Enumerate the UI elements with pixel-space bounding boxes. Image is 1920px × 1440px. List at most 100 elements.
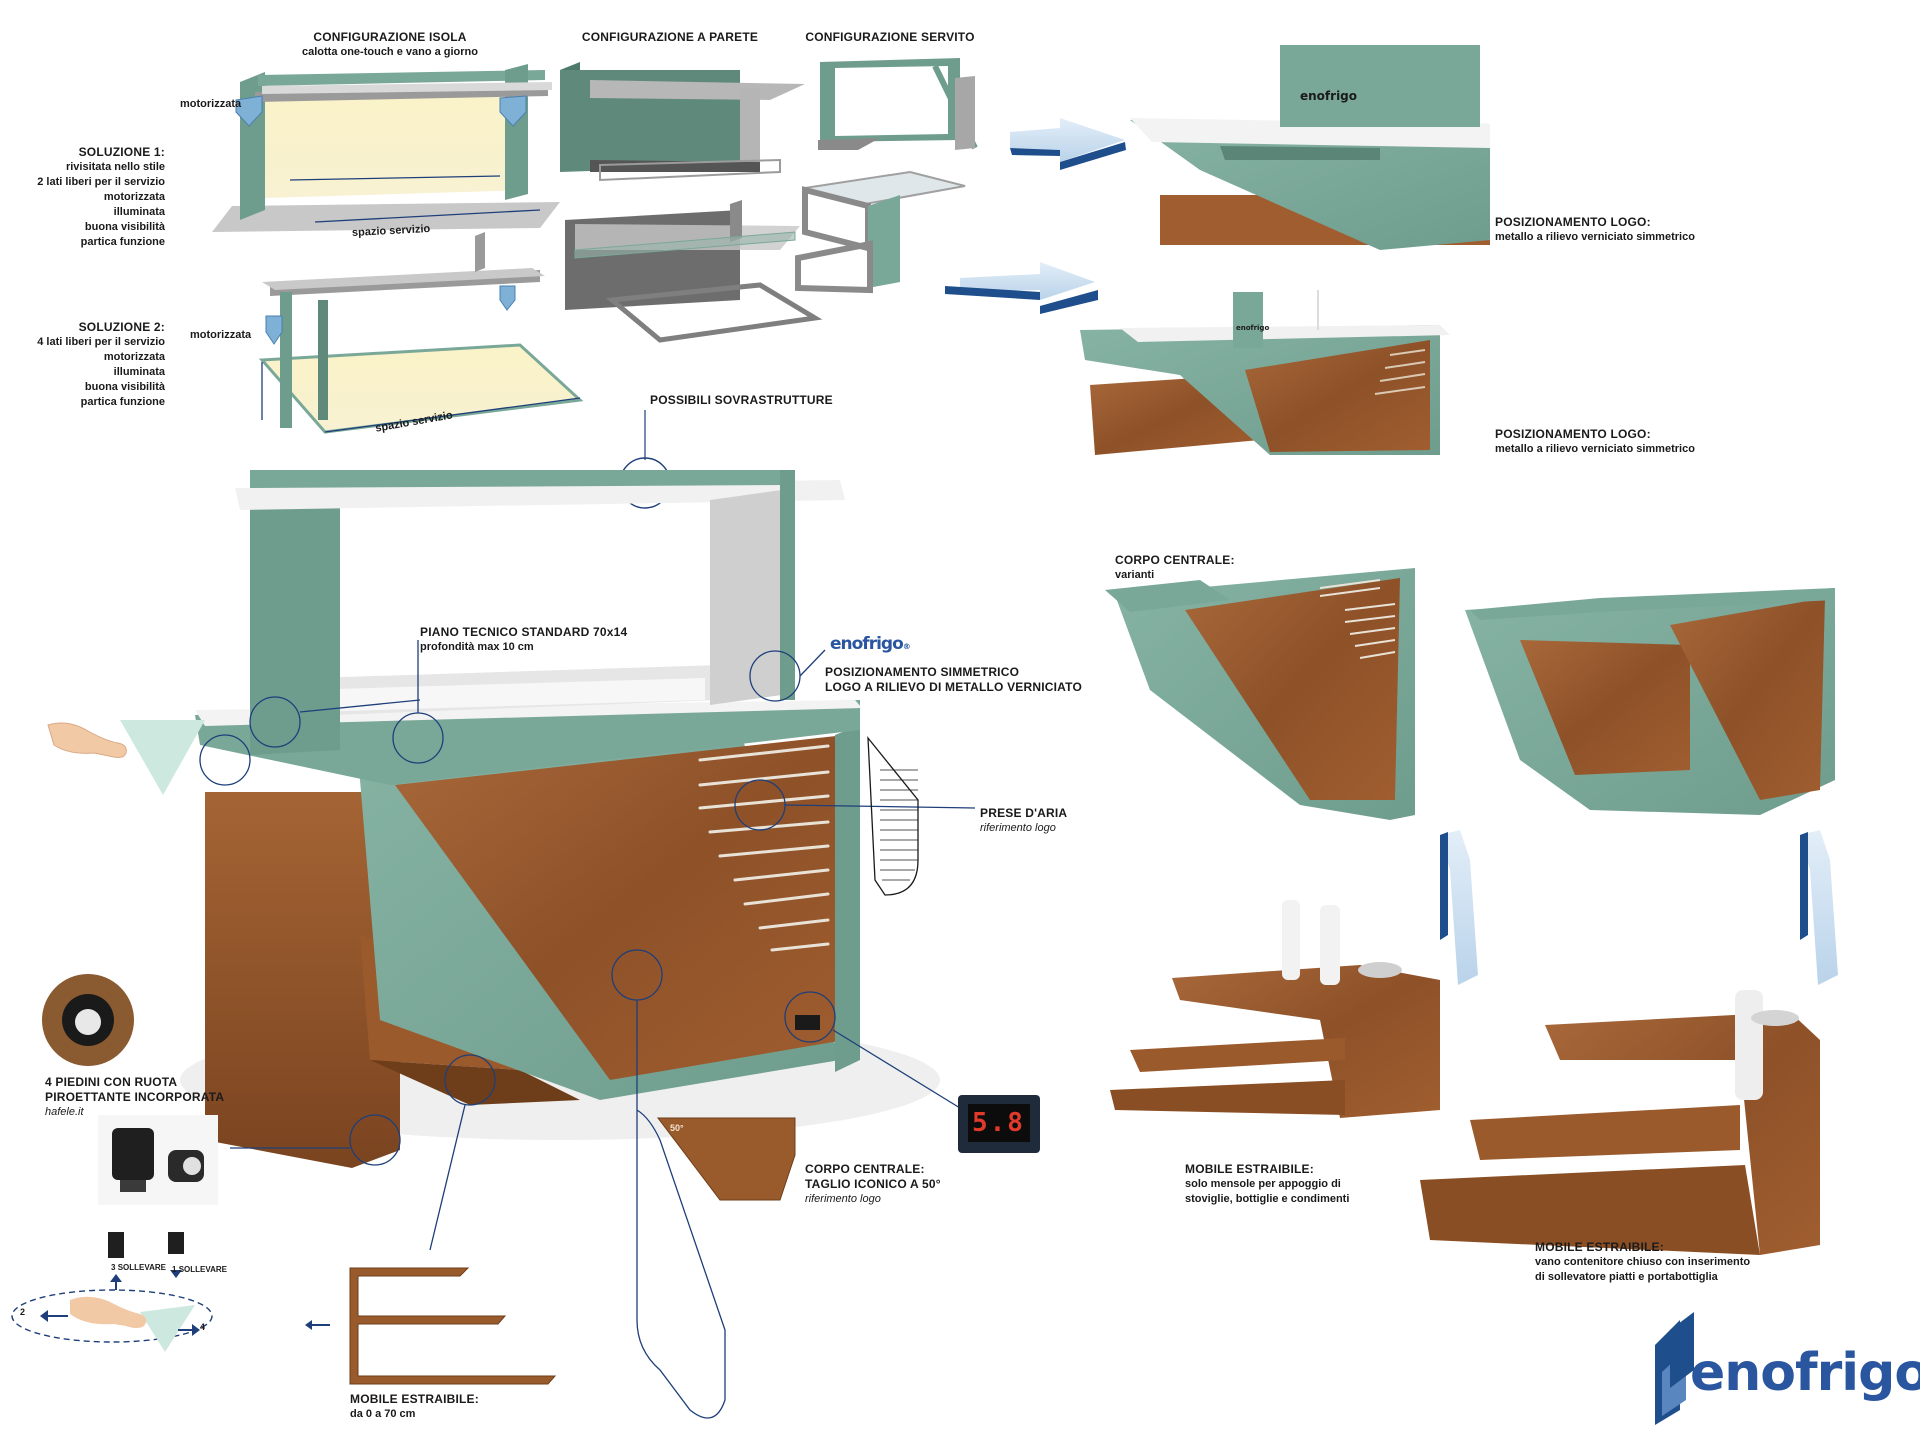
- main-callouts: [199, 640, 976, 1419]
- simmetrico-line2: LOGO A RILIEVO DI METALLO VERNICIATO: [825, 680, 1082, 694]
- mobile-a-title: MOBILE ESTRAIBILE:: [1185, 1162, 1314, 1176]
- logo-render-1: enofrigo: [1130, 45, 1490, 250]
- mobile-a-label: MOBILE ESTRAIBILE: solo mensole per appo…: [1185, 1162, 1349, 1207]
- solution1-line: illuminata: [113, 206, 165, 218]
- air-intake-reference: [867, 736, 919, 896]
- flow-arrow-1: [1010, 118, 1126, 170]
- solution1-line: rivisitata nello stile: [65, 161, 165, 173]
- step-text: SOLLEVARE: [117, 1263, 166, 1272]
- servito-title: CONFIGURAZIONE SERVITO: [805, 30, 975, 44]
- mobile-main-label: MOBILE ESTRAIBILE: da 0 a 70 cm: [350, 1392, 479, 1422]
- solution2-text: SOLUZIONE 2: 4 lati liberi per il serviz…: [30, 320, 165, 410]
- motor-text: motorizzata: [180, 98, 242, 110]
- corpo-varianti-label: CORPO CENTRALE: varianti: [1115, 553, 1235, 583]
- lift-step-4: 4: [200, 1320, 205, 1335]
- sovrastrutture-label: POSSIBILI SOVRASTRUTTURE: [650, 393, 833, 409]
- prese-sub: riferimento logo: [980, 822, 1056, 834]
- servito-config-top: [818, 58, 978, 150]
- wheel-foot-photo: [42, 974, 134, 1066]
- parete-config-top: [560, 62, 805, 182]
- parete-config-bottom: [565, 200, 823, 343]
- solution1-line: motorizzata: [103, 191, 165, 203]
- varianti-sub: varianti: [1115, 569, 1155, 581]
- thermo-device: [958, 1095, 1040, 1153]
- brand-logo: enofrigo®: [1690, 1345, 1920, 1401]
- solution1-line: partica funzione: [80, 236, 165, 248]
- mobile-b-line: di sollevatore piatti e portabottiglia: [1535, 1271, 1718, 1283]
- solution2-line: buona visibilità: [84, 381, 165, 393]
- piedini-line2: PIROETTANTE INCORPORATA: [45, 1090, 225, 1104]
- space-text: spazio servizio: [351, 222, 431, 240]
- corpo-centrale-main-label: CORPO CENTRALE: TAGLIO ICONICO A 50° rif…: [805, 1162, 941, 1207]
- solution2-line: partica funzione: [80, 396, 165, 408]
- step-text: SOLLEVARE: [178, 1265, 227, 1274]
- servito-config-bottom: [795, 170, 966, 294]
- solution1-line: 2 lati liberi per il servizio: [37, 176, 165, 188]
- solution1-title: SOLUZIONE 1:: [78, 145, 165, 159]
- isola-header: CONFIGURAZIONE ISOLA calotta one-touch e…: [290, 30, 490, 60]
- solution2-line: 4 lati liberi per il servizio: [37, 336, 165, 348]
- piedini-sub: hafele.it: [45, 1106, 84, 1118]
- logo-position-title: POSIZIONAMENTO LOGO:: [1495, 427, 1651, 441]
- mobile-a-line: stoviglie, bottiglie e condimenti: [1185, 1193, 1350, 1205]
- corpo-variant-b: [1465, 588, 1835, 815]
- mobile-a-line: solo mensole per appoggio di: [1185, 1178, 1341, 1190]
- isola-subtitle: calotta one-touch e vano a giorno: [301, 46, 479, 58]
- solution2-motor-label: motorizzata: [190, 328, 251, 343]
- solution2-illustration: [258, 232, 584, 434]
- up-arrow-a: [1440, 830, 1478, 985]
- small-brand-logo: enofrigo®: [830, 634, 911, 654]
- angle-text: 50°: [670, 1123, 684, 1133]
- brand-logo-mark: [1655, 1312, 1694, 1425]
- brand-name: enofrigo: [830, 634, 904, 654]
- lift-step-3: 3 SOLLEVARE: [111, 1260, 166, 1275]
- servito-header: CONFIGURAZIONE SERVITO: [800, 30, 980, 46]
- simmetrico-line1: POSIZIONAMENTO SIMMETRICO: [825, 665, 1020, 679]
- cut-50-reference: [656, 1117, 796, 1201]
- piano-title: PIANO TECNICO STANDARD 70x14: [420, 625, 628, 639]
- parete-header: CONFIGURAZIONE A PARETE: [570, 30, 770, 46]
- step-number: 2: [20, 1307, 26, 1317]
- prese-title: PRESE D'ARIA: [980, 806, 1068, 820]
- logo-position-sub: metallo a rilievo verniciato simmetrico: [1495, 443, 1695, 455]
- step-number: 4: [200, 1322, 206, 1332]
- solution2-line: motorizzata: [103, 351, 165, 363]
- piedini-line1: 4 PIEDINI CON RUOTA: [45, 1075, 178, 1089]
- solution1-motor-label: motorizzata: [180, 97, 241, 112]
- piedini-label: 4 PIEDINI CON RUOTA PIROETTANTE INCORPOR…: [45, 1075, 224, 1120]
- lift-step-2: 2: [20, 1305, 25, 1320]
- logo-position-sub: metallo a rilievo verniciato simmetrico: [1495, 231, 1695, 243]
- corpo-variant-a: [1105, 568, 1415, 820]
- corpo-line2: TAGLIO ICONICO A 50°: [805, 1177, 941, 1191]
- lift-diagram: [11, 1232, 213, 1352]
- corpo-sub: riferimento logo: [805, 1193, 881, 1205]
- brand-reg: ®: [902, 642, 911, 651]
- mobile-a-render: [1110, 900, 1440, 1118]
- flow-arrow-2: [945, 262, 1098, 314]
- solution1-line: buona visibilità: [84, 221, 165, 233]
- lift-step-1: 1 SOLLEVARE: [172, 1262, 227, 1277]
- hand-touch-icon: [47, 720, 205, 795]
- thermo-display-value: 5.8: [972, 1108, 1025, 1138]
- corpo-line1: CORPO CENTRALE:: [805, 1162, 925, 1176]
- brand-name: enofrigo: [1690, 1343, 1920, 1403]
- step-number: 3: [111, 1263, 116, 1272]
- svg-text:enofrigo: enofrigo: [1236, 324, 1269, 332]
- posizionamento-simmetrico-label: POSIZIONAMENTO SIMMETRICO LOGO A RILIEVO…: [825, 665, 1082, 695]
- mobile-b-line: vano contenitore chiuso con inserimento: [1535, 1256, 1751, 1268]
- mobile-b-render: [1420, 990, 1820, 1255]
- prese-aria-label: PRESE D'ARIA riferimento logo: [980, 806, 1067, 836]
- up-arrow-b: [1800, 830, 1838, 985]
- piano-sub: profondità max 10 cm: [420, 641, 534, 653]
- solution1-text: SOLUZIONE 1: rivisitata nello stile 2 la…: [30, 145, 165, 250]
- solution2-title: SOLUZIONE 2:: [78, 320, 165, 334]
- logo-position-1-label: POSIZIONAMENTO LOGO: metallo a rilievo v…: [1495, 215, 1695, 245]
- logo-position-2-label: POSIZIONAMENTO LOGO: metallo a rilievo v…: [1495, 427, 1695, 457]
- mobile-main-sub: da 0 a 70 cm: [350, 1408, 416, 1420]
- solution2-line: illuminata: [113, 366, 165, 378]
- mobile-main-title: MOBILE ESTRAIBILE:: [350, 1392, 479, 1406]
- mobile-b-label: MOBILE ESTRAIBILE: vano contenitore chiu…: [1535, 1240, 1750, 1285]
- parete-title: CONFIGURAZIONE A PARETE: [581, 30, 759, 44]
- thermo-digits: 5.8: [972, 1108, 1025, 1138]
